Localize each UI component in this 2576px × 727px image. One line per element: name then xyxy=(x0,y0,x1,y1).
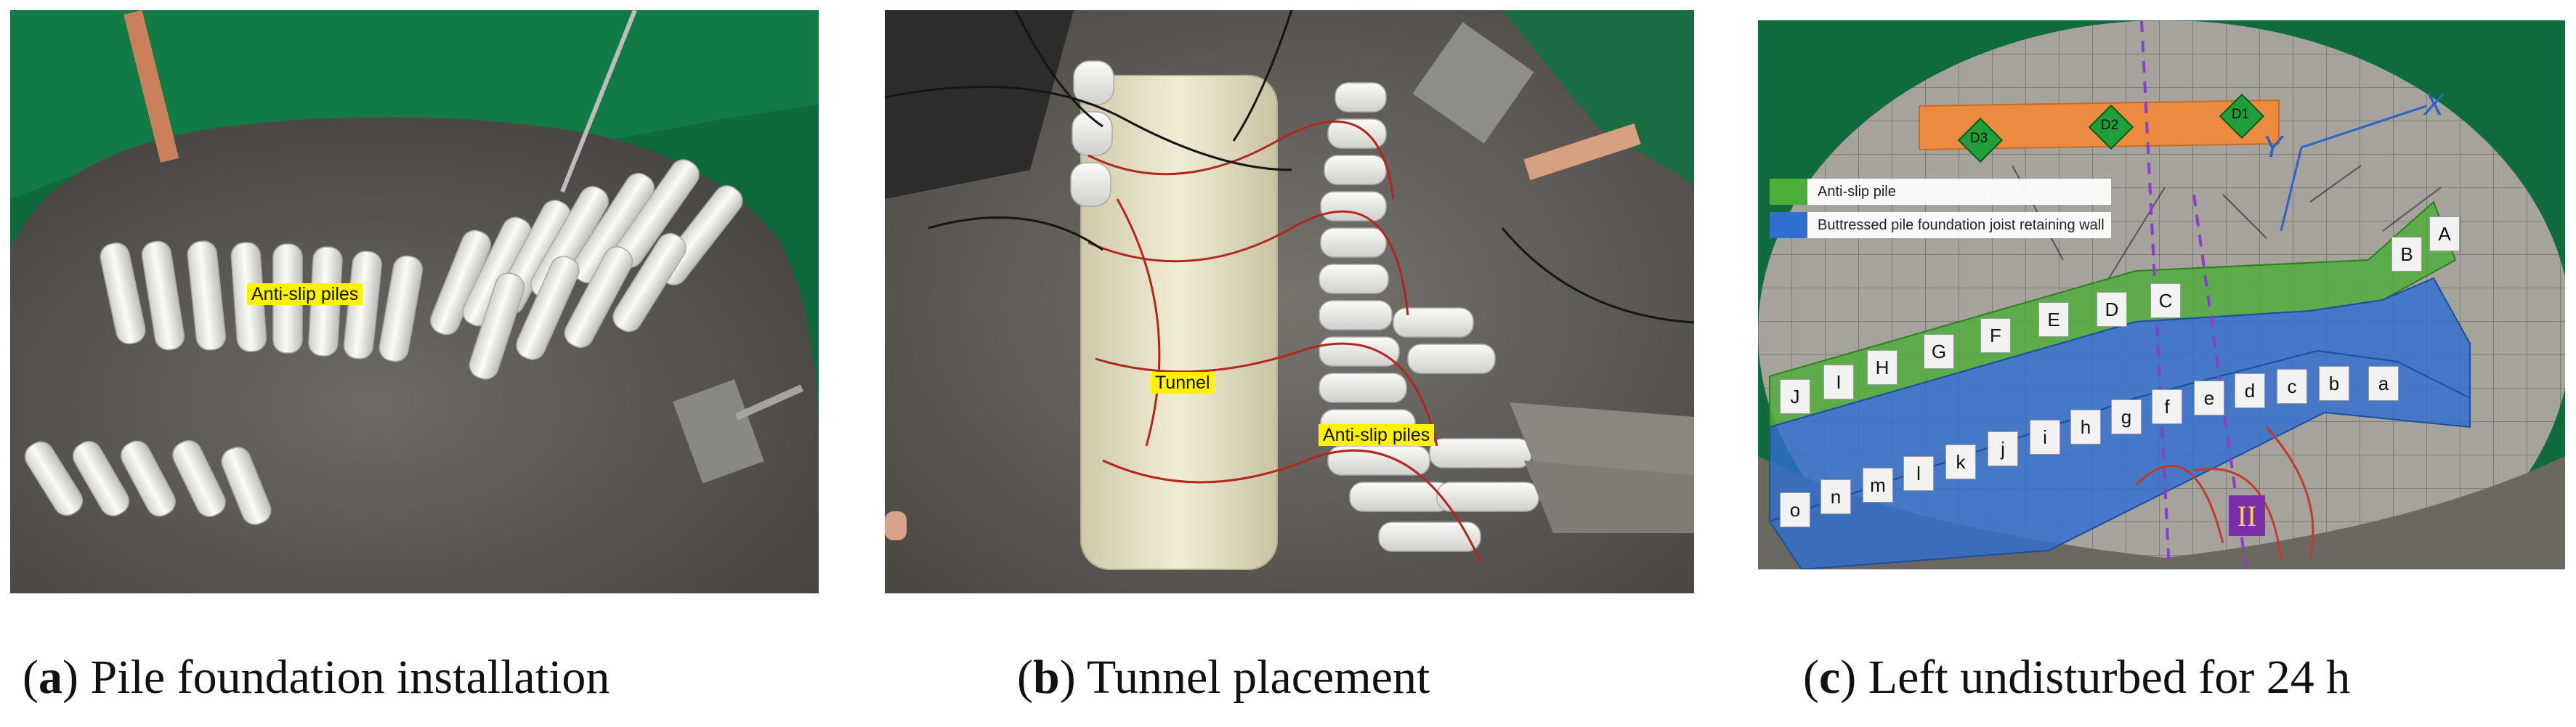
pile-installation-photo xyxy=(10,10,819,593)
pile-tag: B xyxy=(2391,237,2422,272)
wall-tag: n xyxy=(1820,479,1851,514)
caption-a: (a) Pile foundation installation xyxy=(23,651,610,704)
wall-tag: d xyxy=(2235,373,2265,408)
caption-text: Pile foundation installation xyxy=(90,651,610,704)
monitoring-point-d3: D3 xyxy=(1957,117,2004,163)
tunnel-label: Tunnel xyxy=(1151,372,1215,394)
wall-tag: m xyxy=(1863,468,1893,503)
caption-letter: c xyxy=(1818,651,1841,704)
legend-label: Buttressed pile foundation joist retaini… xyxy=(1818,216,2105,233)
wall-tag: h xyxy=(2070,410,2101,444)
pile-tag: H xyxy=(1867,350,1897,385)
tunnel-placement-photo xyxy=(885,10,1694,593)
monitoring-point-d1: D1 xyxy=(2219,93,2265,139)
anti-slip-piles-label: Anti-slip piles xyxy=(247,283,363,305)
section-badge: II xyxy=(2229,495,2265,536)
wall-tag: k xyxy=(1945,444,1976,479)
legend-swatch-blue xyxy=(1770,212,1807,238)
caption-letter: b xyxy=(1032,651,1060,704)
axis-x-label: X xyxy=(2423,87,2445,121)
photo-panel-a: Anti-slip piles xyxy=(10,10,819,593)
wall-tag: b xyxy=(2319,366,2349,401)
caption-c: (c) Left undisturbed for 24 h xyxy=(1803,651,2351,704)
pile-tag: C xyxy=(2150,283,2181,318)
anti-slip-piles-label-b: Anti-slip piles xyxy=(1319,424,1435,446)
wall-tag: o xyxy=(1780,492,1810,527)
wall-tag: e xyxy=(2194,381,2224,415)
caption-letter: a xyxy=(38,651,62,704)
wall-tag: a xyxy=(2368,366,2399,401)
axis-y-label: Y xyxy=(2262,129,2283,163)
legend-item-retaining-wall: Buttressed pile foundation joist retaini… xyxy=(1770,212,2111,238)
wall-tag: j xyxy=(1988,431,2018,466)
pile-tag: I xyxy=(1823,365,1854,399)
wall-tag: i xyxy=(2030,420,2060,455)
legend-item-anti-slip-pile: Anti-slip pile xyxy=(1770,179,2111,205)
caption-text: Tunnel placement xyxy=(1087,651,1430,704)
pile-tag: D xyxy=(2097,292,2127,327)
caption-b: (b) Tunnel placement xyxy=(1017,651,1430,704)
caption-text: Left undisturbed for 24 h xyxy=(1868,651,2351,704)
pile-tag: G xyxy=(1924,334,1954,369)
wall-tag: l xyxy=(1903,456,1934,491)
wall-tag: c xyxy=(2277,369,2307,404)
monitoring-point-d2: D2 xyxy=(2088,104,2134,150)
legend-label: Anti-slip pile xyxy=(1818,183,1896,200)
photo-panel-c: Anti-slip pile Buttressed pile foundatio… xyxy=(1758,20,2565,569)
pile-tag: E xyxy=(2038,302,2069,337)
photo-panel-b: Tunnel Anti-slip piles xyxy=(885,10,1694,593)
pile-tag: A xyxy=(2429,216,2460,251)
pile-tag: J xyxy=(1780,379,1810,414)
pile-tag: F xyxy=(1980,318,2011,353)
wall-tag: g xyxy=(2111,399,2142,434)
wall-tag: f xyxy=(2152,389,2182,424)
legend-swatch-green xyxy=(1770,179,1807,205)
